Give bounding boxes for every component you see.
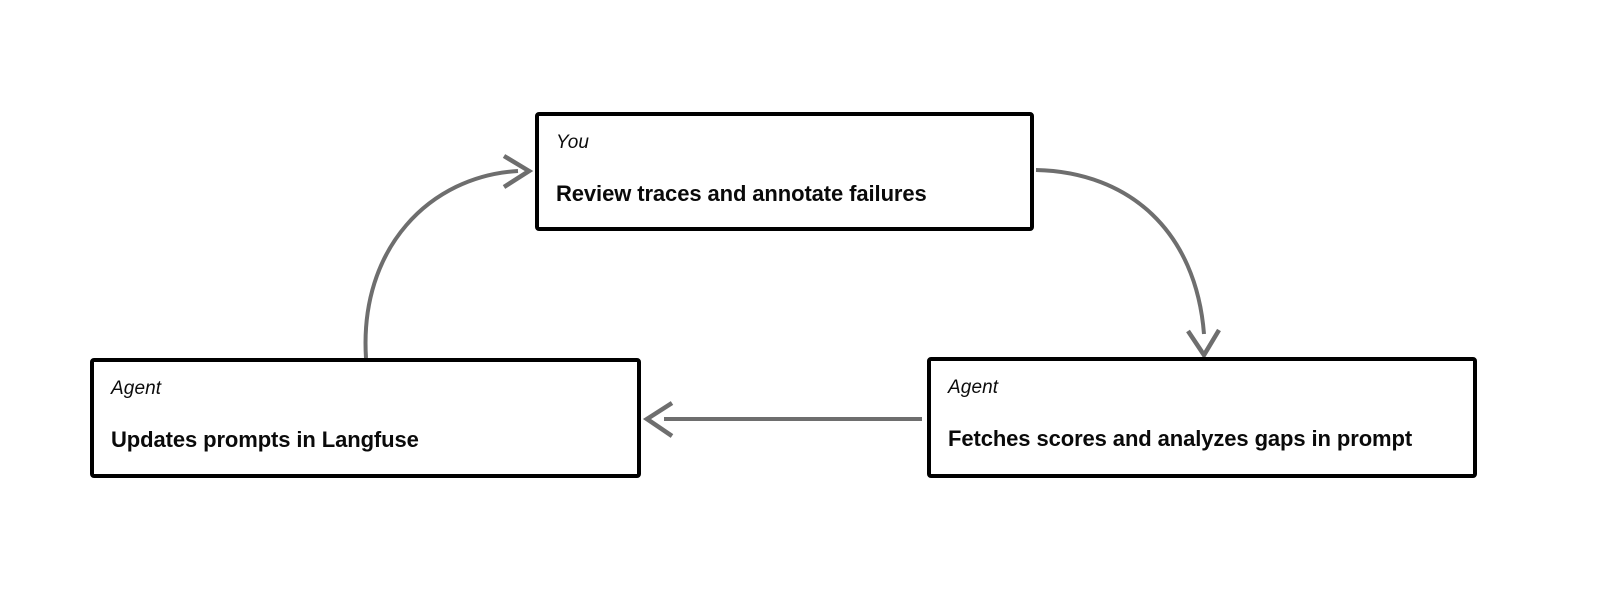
edge-updates-to-review-line (363, 169, 519, 359)
node-updates-prompts[interactable]: Agent Updates prompts in Langfuse (90, 358, 641, 478)
node-review-title: Review traces and annotate failures (556, 181, 927, 206)
edge-review-to-fetches (1035, 168, 1221, 360)
node-review-traces[interactable]: You Review traces and annotate failures (535, 112, 1034, 231)
edge-review-to-fetches-line (1035, 168, 1206, 335)
edge-updates-to-review (363, 154, 534, 359)
edge-updates-to-review-arrowhead (502, 154, 534, 189)
node-fetches-title: Fetches scores and analyzes gaps in prom… (948, 426, 1413, 451)
node-updates-title: Updates prompts in Langfuse (111, 427, 419, 452)
node-fetches-scores[interactable]: Agent Fetches scores and analyzes gaps i… (927, 357, 1477, 478)
node-review-role: You (556, 132, 590, 153)
edge-review-to-fetches-arrowhead (1186, 328, 1221, 360)
node-updates-role: Agent (111, 378, 162, 399)
node-fetches-role: Agent (948, 377, 999, 398)
edge-fetches-to-updates-arrowhead (642, 401, 674, 438)
edge-fetches-to-updates (642, 401, 922, 438)
